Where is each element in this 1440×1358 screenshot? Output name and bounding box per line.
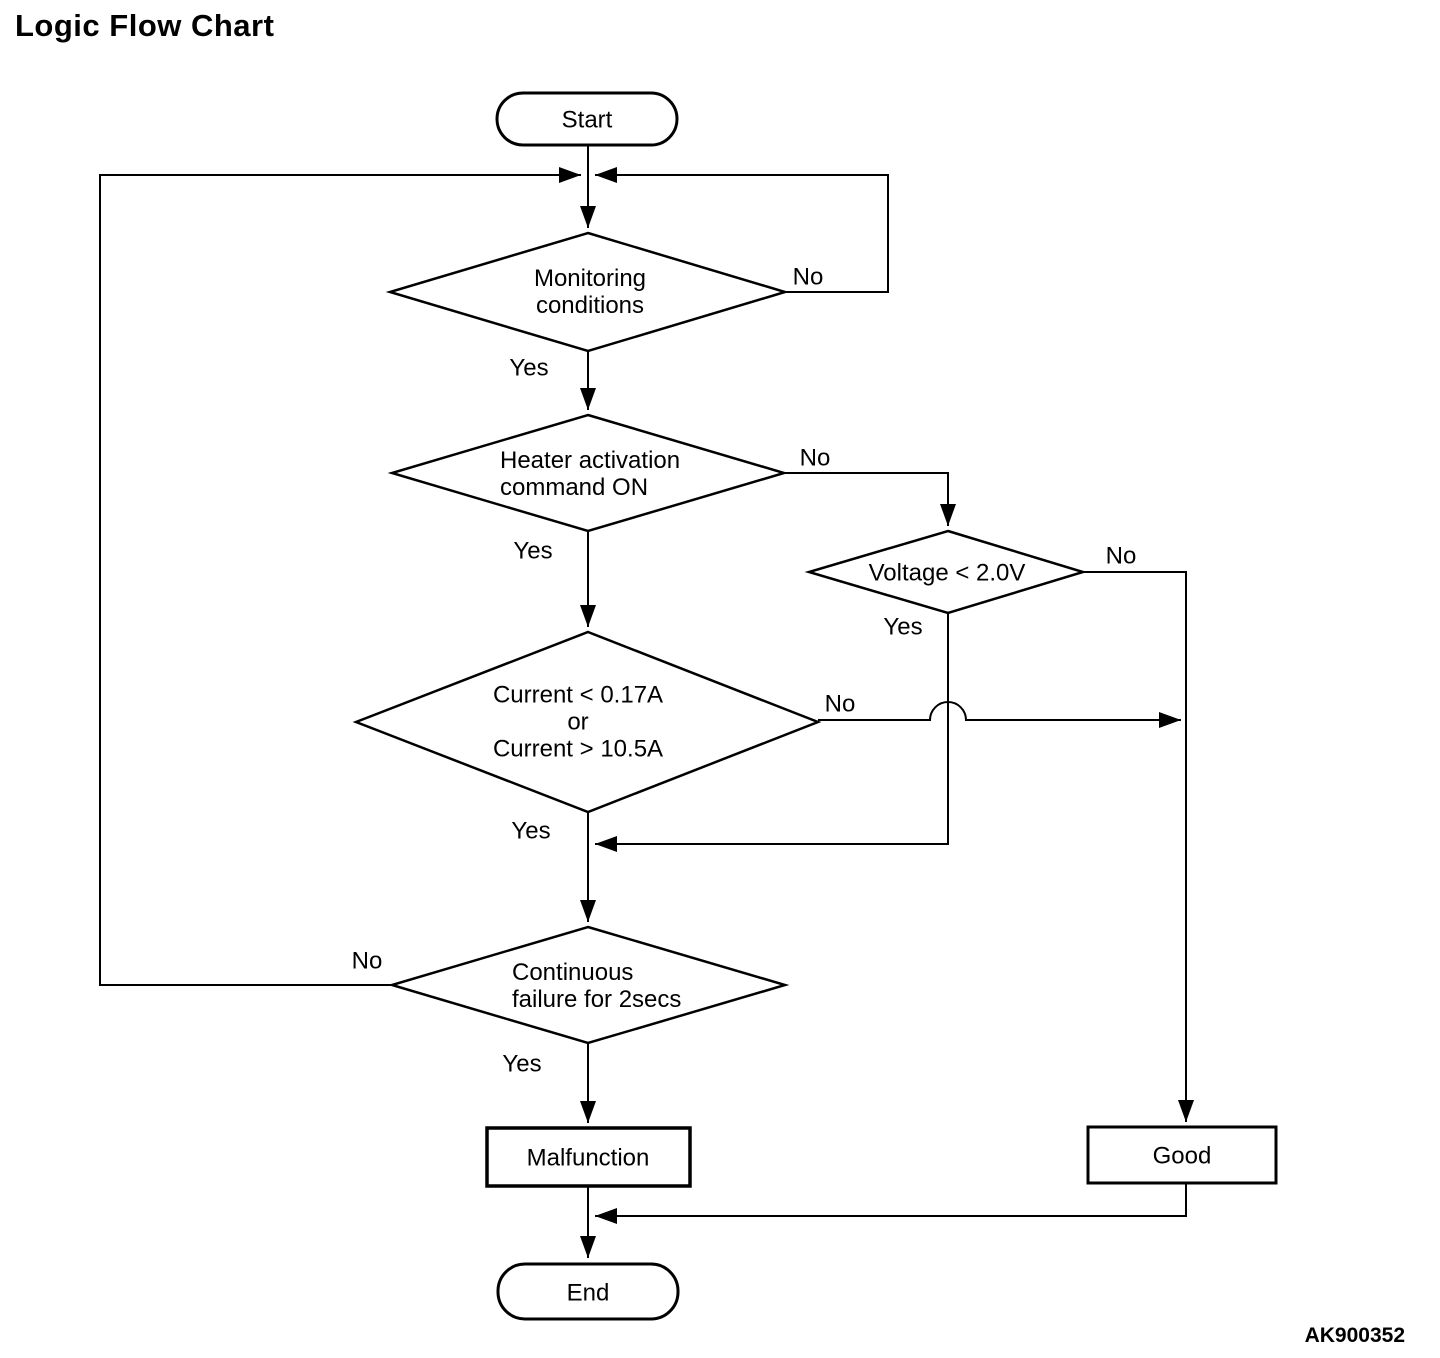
monitoring-yes-label: Yes [509,354,549,382]
good-box [1086,1125,1278,1185]
continuous-no-label: No [351,947,383,975]
edge-continuous-no-loop [99,167,581,986]
continuous-diamond-label: Continuous failure for 2secs [512,959,682,1013]
voltage-diamond [804,529,1088,615]
heater-yes-label: Yes [513,537,553,565]
edge-voltage-no [1083,571,1194,1122]
edge-good-to-end [595,1183,1187,1224]
current-diamond-label: Current < 0.17A or Current > 10.5A [492,681,664,763]
start-node-shape [495,91,679,147]
figure-code: AK900352 [1304,1324,1405,1347]
current-yes-label: Yes [511,817,551,845]
continuous-diamond [387,925,790,1045]
good-box-label: Good [1152,1142,1212,1170]
edge-monitoring-no-loop [595,167,889,293]
end-node-label: End [566,1279,610,1307]
voltage-diamond-label: Voltage < 2.0V [868,559,1026,587]
current-diamond [352,630,822,814]
current-no-label: No [824,690,856,718]
edge-heater-no [784,472,956,526]
heater-diamond [387,413,789,533]
voltage-no-label: No [1105,542,1137,570]
continuous-yes-label: Yes [502,1050,542,1078]
end-node-shape [496,1262,680,1321]
malfunction-box-label: Malfunction [526,1144,650,1172]
voltage-yes-label: Yes [883,613,923,641]
monitoring-no-label: No [792,263,824,291]
monitoring-diamond [385,231,790,353]
edge-current-no [818,701,1181,728]
monitoring-diamond-label: Monitoring conditions [533,265,647,319]
malfunction-box [485,1126,692,1188]
page-title: Logic Flow Chart [15,8,275,43]
heater-no-label: No [799,444,831,472]
start-node-label: Start [561,106,613,134]
edge-voltage-yes [595,613,949,852]
heater-diamond-label: Heater activation command ON [500,447,681,501]
